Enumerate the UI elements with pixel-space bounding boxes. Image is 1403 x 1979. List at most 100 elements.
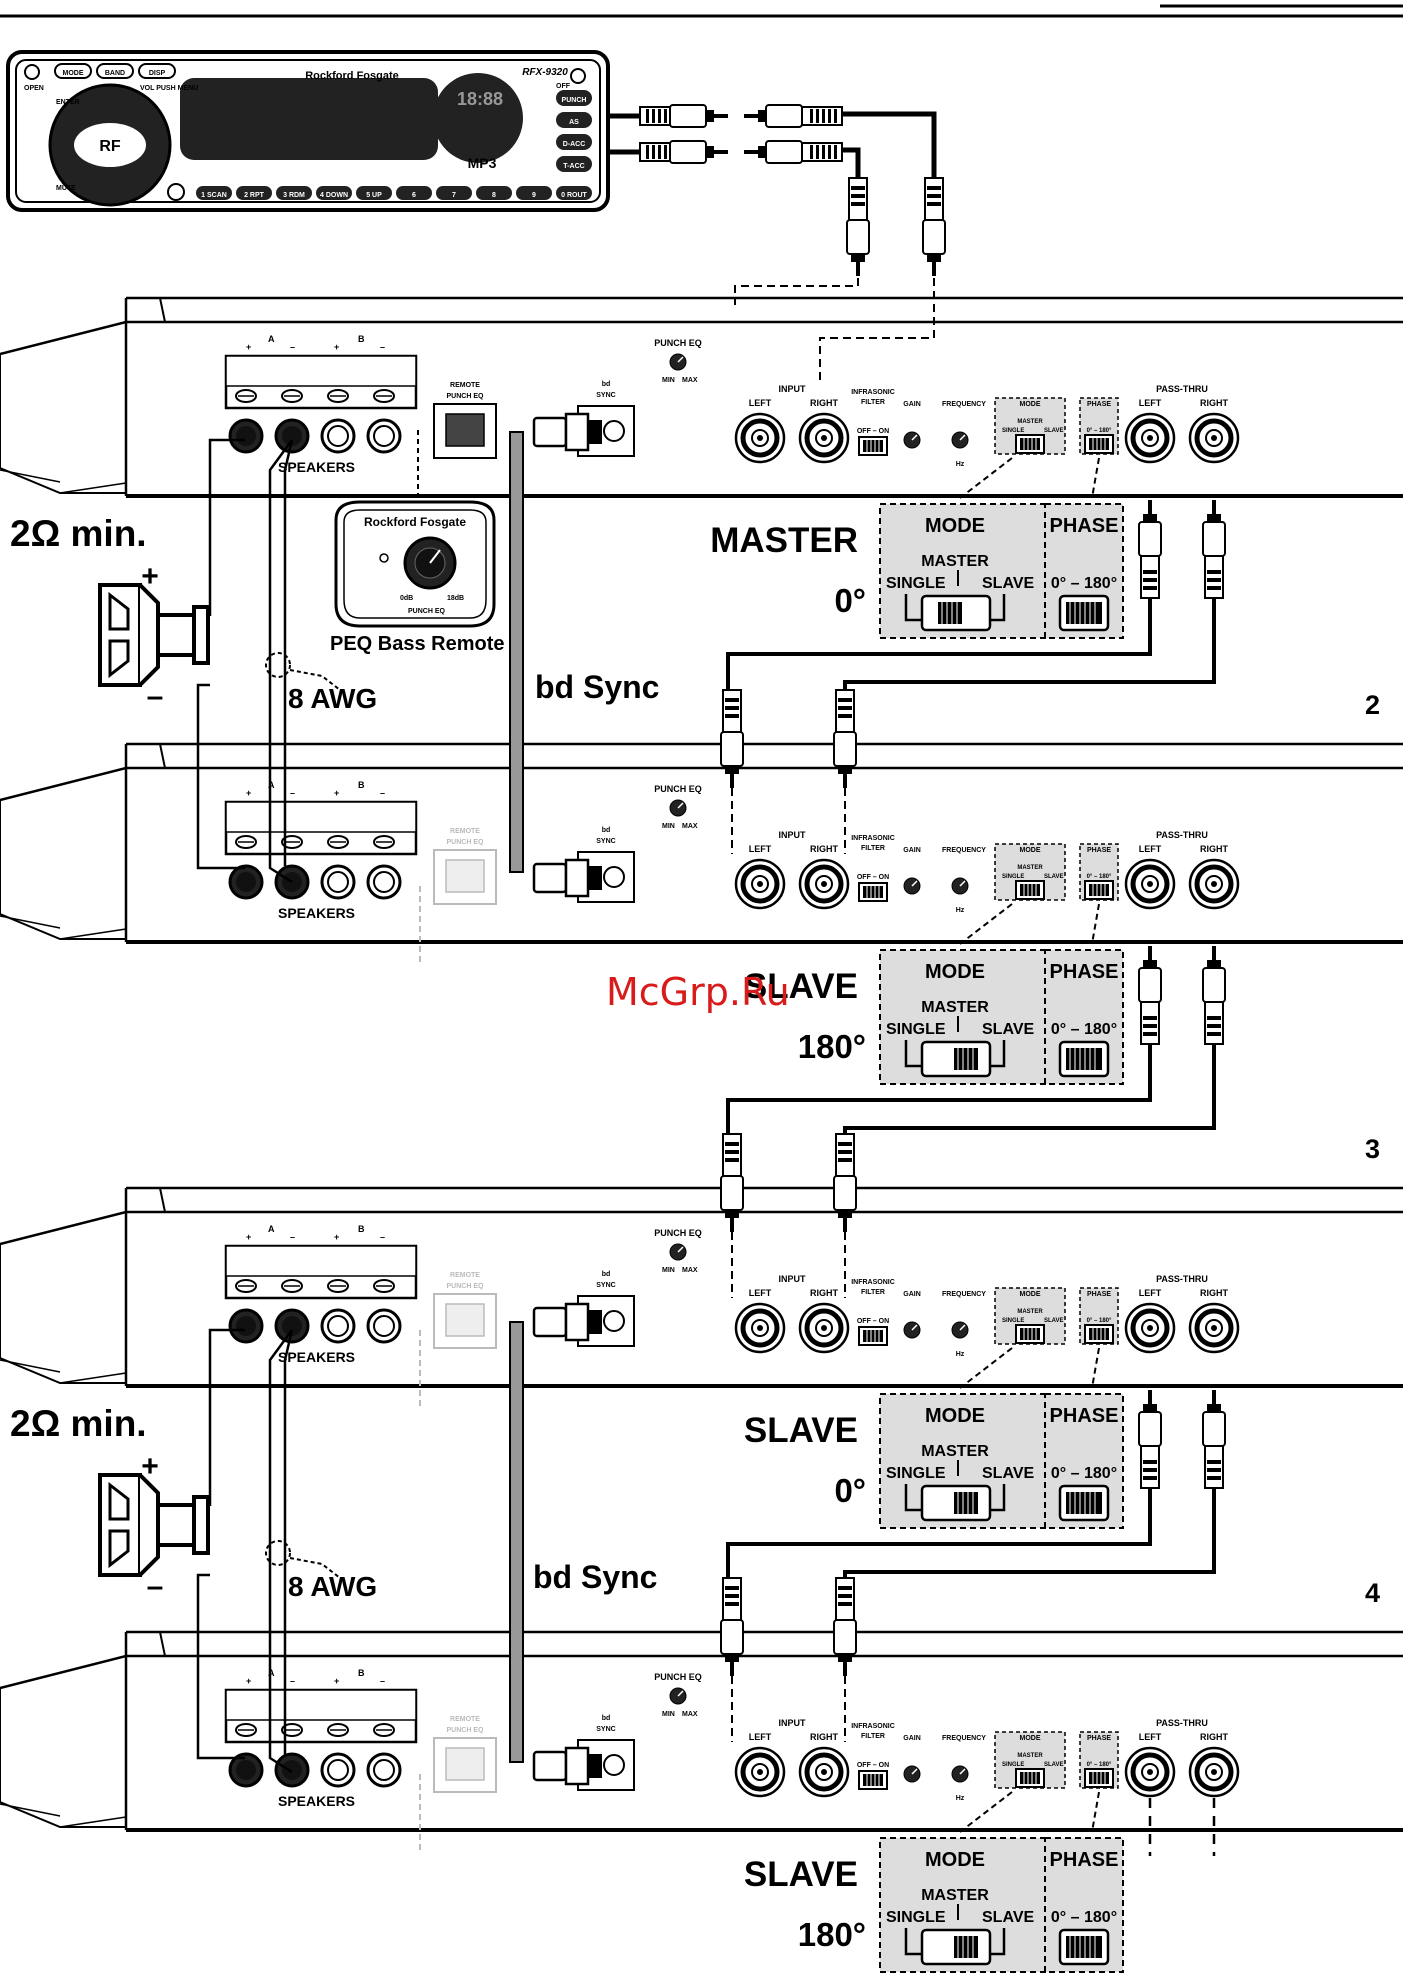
svg-text:A: A — [268, 1668, 275, 1678]
speaker-post[interactable] — [366, 418, 402, 454]
amp-number: 3 — [1365, 1134, 1380, 1164]
punch-eq-knob[interactable] — [669, 353, 687, 371]
svg-text:B: B — [358, 334, 365, 344]
pass-thru-right-jack[interactable] — [1190, 1304, 1238, 1352]
pass-thru-left-jack[interactable] — [1126, 1748, 1174, 1796]
input-left-jack[interactable] — [736, 1304, 784, 1352]
mode-switch-small[interactable] — [1015, 1768, 1045, 1788]
svg-text:MASTER: MASTER — [921, 1443, 989, 1460]
head-unit-button-disp[interactable]: DISP — [138, 63, 176, 79]
head-unit-button-punch[interactable]: PUNCH — [556, 90, 592, 106]
punch-eq-knob[interactable] — [669, 1687, 687, 1705]
svg-text:RIGHT: RIGHT — [1200, 1288, 1229, 1298]
svg-text:0° – 180°: 0° – 180° — [1087, 1762, 1112, 1768]
rca-plug-horizontal — [744, 104, 843, 128]
phase-switch-small[interactable] — [1084, 1324, 1114, 1344]
frequency-knob[interactable] — [951, 1321, 969, 1339]
mode-switch-small[interactable] — [1015, 1324, 1045, 1344]
head-unit-button-mode[interactable]: MODE — [54, 63, 92, 79]
phase-switch-small[interactable] — [1084, 880, 1114, 900]
mode-switch-small[interactable] — [1015, 434, 1045, 454]
svg-text:OFF – ON: OFF – ON — [857, 1762, 889, 1769]
svg-text:bd: bd — [602, 827, 611, 834]
speaker-post[interactable] — [274, 1308, 310, 1344]
svg-text:RIGHT: RIGHT — [1200, 398, 1229, 408]
input-left-jack[interactable] — [736, 860, 784, 908]
pass-thru-left-jack[interactable] — [1126, 414, 1174, 462]
speaker-post[interactable] — [366, 1752, 402, 1788]
speaker-post[interactable] — [228, 864, 264, 900]
off-label: OFF — [556, 83, 571, 90]
head-unit-button-t-acc[interactable]: T-ACC — [556, 156, 592, 172]
frequency-knob[interactable] — [951, 431, 969, 449]
frequency-knob[interactable] — [951, 1765, 969, 1783]
head-unit-preset-3[interactable]: 3 RDM — [276, 186, 312, 200]
input-right-jack[interactable] — [800, 1304, 848, 1352]
amp-role-label: SLAVE — [744, 1411, 858, 1450]
rca-plug-horizontal — [639, 104, 728, 128]
speaker-post[interactable] — [320, 1752, 356, 1788]
pass-thru-left-jack[interactable] — [1126, 1304, 1174, 1352]
svg-text:SYNC: SYNC — [596, 838, 615, 845]
gain-knob[interactable] — [903, 1765, 921, 1783]
head-unit-button-d-acc[interactable]: D-ACC — [556, 134, 592, 150]
input-right-jack[interactable] — [800, 414, 848, 462]
input-right-jack[interactable] — [800, 1748, 848, 1796]
head-unit-preset-9[interactable]: 9 — [516, 186, 552, 200]
infrasonic-switch[interactable] — [858, 1326, 888, 1346]
speaker-post[interactable] — [366, 864, 402, 900]
svg-text:T-ACC: T-ACC — [563, 163, 584, 170]
head-unit-preset-6[interactable]: 6 — [396, 186, 432, 200]
infrasonic-switch[interactable] — [858, 1770, 888, 1790]
speaker-post[interactable] — [320, 418, 356, 454]
svg-text:MAX: MAX — [682, 1711, 698, 1718]
speaker-post[interactable] — [228, 418, 264, 454]
input-left-jack[interactable] — [736, 414, 784, 462]
mode-switch-small[interactable] — [1015, 880, 1045, 900]
frequency-knob[interactable] — [951, 877, 969, 895]
speaker-post[interactable] — [320, 1308, 356, 1344]
gain-knob[interactable] — [903, 1321, 921, 1339]
svg-text:PASS-THRU: PASS-THRU — [1156, 384, 1208, 394]
svg-text:MIN: MIN — [662, 1711, 675, 1718]
speaker-post[interactable] — [274, 418, 310, 454]
rf-logo: RF — [99, 138, 121, 155]
svg-text:+: + — [334, 1232, 339, 1242]
head-unit-preset-1[interactable]: 1 SCAN — [196, 186, 232, 200]
head-unit-preset-2[interactable]: 2 RPT — [236, 186, 272, 200]
punch-eq-knob[interactable] — [669, 1243, 687, 1261]
speaker-post[interactable] — [366, 1308, 402, 1344]
head-unit-preset-7[interactable]: 7 — [436, 186, 472, 200]
svg-text:–: – — [380, 788, 385, 798]
head-unit-preset-4[interactable]: 4 DOWN — [316, 186, 352, 200]
head-unit-preset-8[interactable]: 8 — [476, 186, 512, 200]
phase-switch-small[interactable] — [1084, 1768, 1114, 1788]
input-right-jack[interactable] — [800, 860, 848, 908]
pass-thru-left-jack[interactable] — [1126, 860, 1174, 908]
gain-knob[interactable] — [903, 877, 921, 895]
gain-knob[interactable] — [903, 431, 921, 449]
infrasonic-switch[interactable] — [858, 882, 888, 902]
svg-text:INPUT: INPUT — [779, 830, 807, 840]
svg-text:LEFT: LEFT — [1139, 1288, 1162, 1298]
head-unit-preset-5[interactable]: 5 UP — [356, 186, 392, 200]
head-unit-button-as[interactable]: AS — [556, 112, 592, 128]
input-left-jack[interactable] — [736, 1748, 784, 1796]
phase-switch-small[interactable] — [1084, 434, 1114, 454]
svg-text:+: + — [246, 1676, 251, 1686]
speaker-post[interactable] — [320, 864, 356, 900]
infrasonic-switch[interactable] — [858, 436, 888, 456]
svg-text:PUNCH EQ: PUNCH EQ — [447, 839, 485, 846]
head-unit-preset-10[interactable]: 0 ROUT — [556, 186, 592, 200]
speaker-post[interactable] — [228, 1308, 264, 1344]
head-unit-button-band[interactable]: BAND — [96, 63, 134, 79]
speaker-post[interactable] — [274, 1752, 310, 1788]
pass-thru-right-jack[interactable] — [1190, 414, 1238, 462]
svg-text:LEFT: LEFT — [1139, 398, 1162, 408]
svg-text:–: – — [380, 1676, 385, 1686]
pass-thru-right-jack[interactable] — [1190, 860, 1238, 908]
punch-eq-knob[interactable] — [669, 799, 687, 817]
mp3-logo: MP3 — [468, 155, 497, 171]
pass-thru-right-jack[interactable] — [1190, 1748, 1238, 1796]
